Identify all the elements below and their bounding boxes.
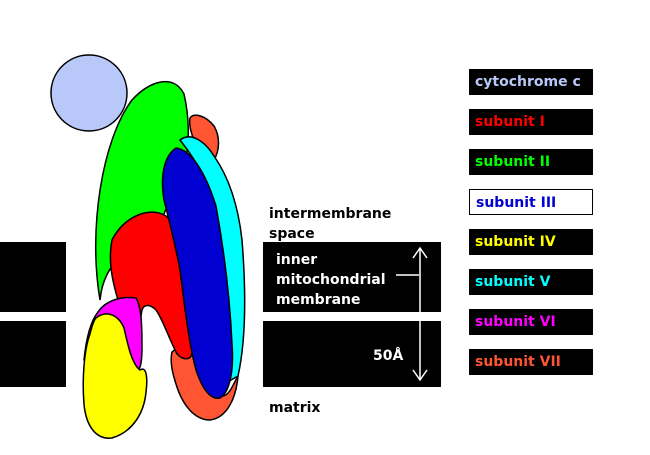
legend-item: subunit IV	[469, 229, 593, 255]
intermembrane-space-label: intermembrane space	[269, 206, 396, 242]
legend-item-label: cytochrome c	[475, 74, 581, 90]
membrane-line-2: mitochondrial	[276, 272, 386, 288]
legend-item: subunit VII	[469, 349, 593, 375]
legend-item-label: subunit II	[475, 154, 551, 170]
membrane-left-upper	[0, 242, 66, 312]
legend-item-label: subunit VII	[475, 354, 561, 370]
legend-item-label: subunit IV	[475, 234, 556, 250]
membrane-left-lower	[0, 321, 66, 387]
legend-item-label: subunit VI	[475, 314, 556, 330]
membrane-line-1: inner	[276, 252, 317, 268]
membrane-line-3: membrane	[276, 292, 361, 308]
thickness-arrow	[396, 246, 428, 382]
legend-item-label: subunit III	[476, 195, 557, 211]
matrix-label: matrix	[269, 400, 320, 416]
legend-item: subunit VI	[469, 309, 593, 335]
thickness-label: 50Å	[373, 347, 403, 364]
legend-item: subunit I	[469, 109, 593, 135]
membrane-right-lower	[263, 321, 441, 387]
legend-item: cytochrome c	[469, 69, 593, 95]
legend-item-label: subunit I	[475, 114, 545, 130]
legend-item: subunit V	[469, 269, 593, 295]
intermembrane-line-1: intermembrane	[269, 206, 391, 222]
legend-item: subunit III	[469, 189, 593, 215]
subunit-iv-shape	[82, 313, 148, 439]
membrane-right-upper	[263, 242, 441, 312]
intermembrane-line-2: space	[269, 226, 315, 242]
cytochrome-c-shape	[50, 54, 128, 132]
legend-item-label: subunit V	[475, 274, 551, 290]
legend-item: subunit II	[469, 149, 593, 175]
inner-membrane-label: inner mitochondrial membrane	[276, 252, 390, 308]
subunit-iii-shape	[161, 147, 234, 399]
